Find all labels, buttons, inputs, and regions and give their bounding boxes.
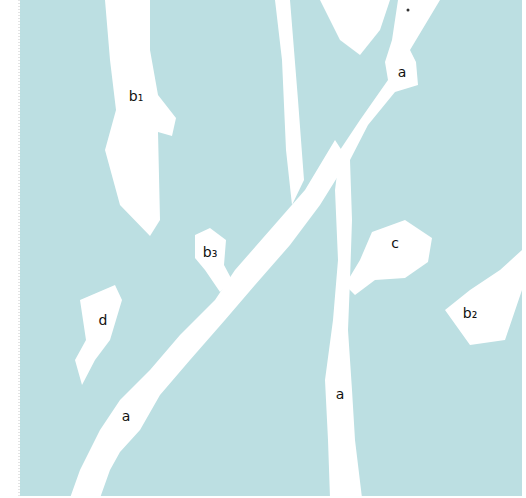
region-label: d (99, 313, 108, 327)
pore-d (75, 285, 122, 385)
region-label: b₂ (463, 306, 478, 320)
frame-edge (19, 0, 20, 498)
region-label: c (391, 236, 399, 250)
pore-b1 (105, 0, 176, 236)
region-label: b₁ (129, 89, 144, 103)
pore-b2 (445, 250, 522, 345)
pore-channel-a-right (325, 0, 440, 498)
pore-space (70, 0, 522, 498)
pore-c (345, 220, 432, 295)
pore-b3 (195, 228, 232, 292)
pore-top-wedge (320, 0, 390, 55)
region-label: a (398, 65, 407, 79)
pore-vertical-channel (275, 0, 304, 205)
region-label: a (336, 387, 345, 401)
region-label: b₃ (203, 245, 218, 259)
region-label: a (122, 409, 131, 423)
marker-dot (407, 9, 410, 12)
pore-channel-a-left (70, 140, 348, 498)
